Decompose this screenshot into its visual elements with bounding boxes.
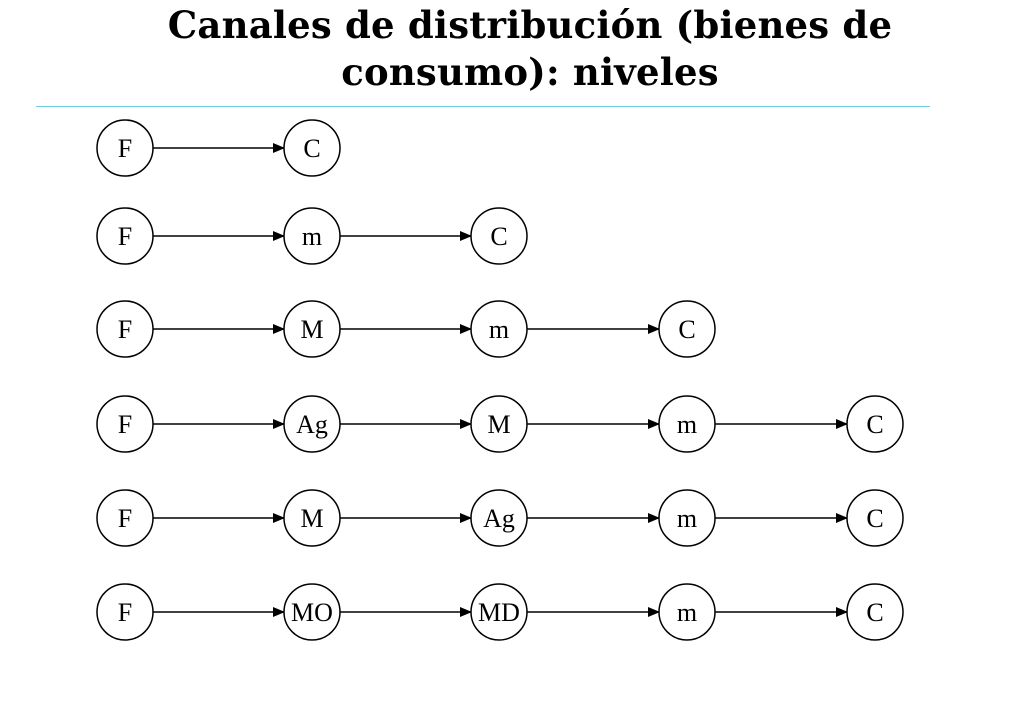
- node-circle: [96, 207, 154, 265]
- node-label: F: [118, 134, 132, 163]
- node-label: C: [866, 504, 883, 533]
- channel-node: M: [470, 395, 528, 453]
- node-circle: [658, 300, 716, 358]
- node-label: M: [300, 315, 323, 344]
- node-circle: [96, 395, 154, 453]
- node-label: F: [118, 222, 132, 251]
- node-label: F: [118, 410, 132, 439]
- node-label: M: [487, 410, 510, 439]
- node-circle: [470, 395, 528, 453]
- node-circle: [658, 583, 716, 641]
- node-circle: [470, 207, 528, 265]
- channel-node: C: [283, 119, 341, 177]
- channel-node: MD: [470, 583, 528, 641]
- title-underline: [36, 106, 930, 107]
- channel-node: Ag: [283, 395, 341, 453]
- node-label: m: [677, 504, 697, 533]
- node-label: m: [677, 598, 697, 627]
- channel-node: m: [658, 583, 716, 641]
- node-circle: [658, 489, 716, 547]
- node-circle: [846, 489, 904, 547]
- node-circle: [283, 489, 341, 547]
- channel-node: C: [846, 395, 904, 453]
- node-label: C: [866, 598, 883, 627]
- channel-node: F: [96, 300, 154, 358]
- node-circle: [283, 395, 341, 453]
- node-label: F: [118, 504, 132, 533]
- node-label: C: [678, 315, 695, 344]
- node-label: C: [866, 410, 883, 439]
- channel-node: M: [283, 300, 341, 358]
- channel-node: C: [846, 489, 904, 547]
- channel-node: m: [658, 489, 716, 547]
- channel-row-6: F MO MD m C: [96, 583, 904, 641]
- node-circle: [470, 300, 528, 358]
- title-line-2: consumo): niveles: [341, 50, 719, 94]
- node-circle: [283, 583, 341, 641]
- node-circle: [846, 583, 904, 641]
- node-circle: [470, 583, 528, 641]
- node-circle: [96, 119, 154, 177]
- channel-node: C: [470, 207, 528, 265]
- channel-row-5: F M Ag m C: [96, 489, 904, 547]
- channel-node: Ag: [470, 489, 528, 547]
- node-circle: [96, 583, 154, 641]
- channel-node: F: [96, 583, 154, 641]
- channel-node: C: [658, 300, 716, 358]
- node-circle: [283, 300, 341, 358]
- channel-node: F: [96, 207, 154, 265]
- node-label: C: [490, 222, 507, 251]
- node-label: C: [303, 134, 320, 163]
- node-circle: [283, 119, 341, 177]
- node-circle: [96, 300, 154, 358]
- channel-node: F: [96, 395, 154, 453]
- node-circle: [283, 207, 341, 265]
- channel-node: m: [658, 395, 716, 453]
- slide-title: Canales de distribución (bienes de consu…: [130, 2, 930, 96]
- node-label: F: [118, 315, 132, 344]
- node-label: F: [118, 598, 132, 627]
- node-circle: [846, 395, 904, 453]
- channel-node: C: [846, 583, 904, 641]
- node-label: m: [489, 315, 509, 344]
- node-circle: [658, 395, 716, 453]
- node-label: m: [677, 410, 697, 439]
- node-label: Ag: [296, 410, 328, 439]
- title-line-1: Canales de distribución (bienes de: [167, 3, 893, 47]
- channel-node: M: [283, 489, 341, 547]
- channel-node: F: [96, 489, 154, 547]
- node-label: MO: [291, 598, 333, 627]
- node-label: MD: [478, 598, 520, 627]
- node-circle: [470, 489, 528, 547]
- channel-node: F: [96, 119, 154, 177]
- channel-node: m: [470, 300, 528, 358]
- channel-node: MO: [283, 583, 341, 641]
- node-label: m: [302, 222, 322, 251]
- node-label: M: [300, 504, 323, 533]
- node-label: Ag: [483, 504, 515, 533]
- node-circle: [96, 489, 154, 547]
- channel-node: m: [283, 207, 341, 265]
